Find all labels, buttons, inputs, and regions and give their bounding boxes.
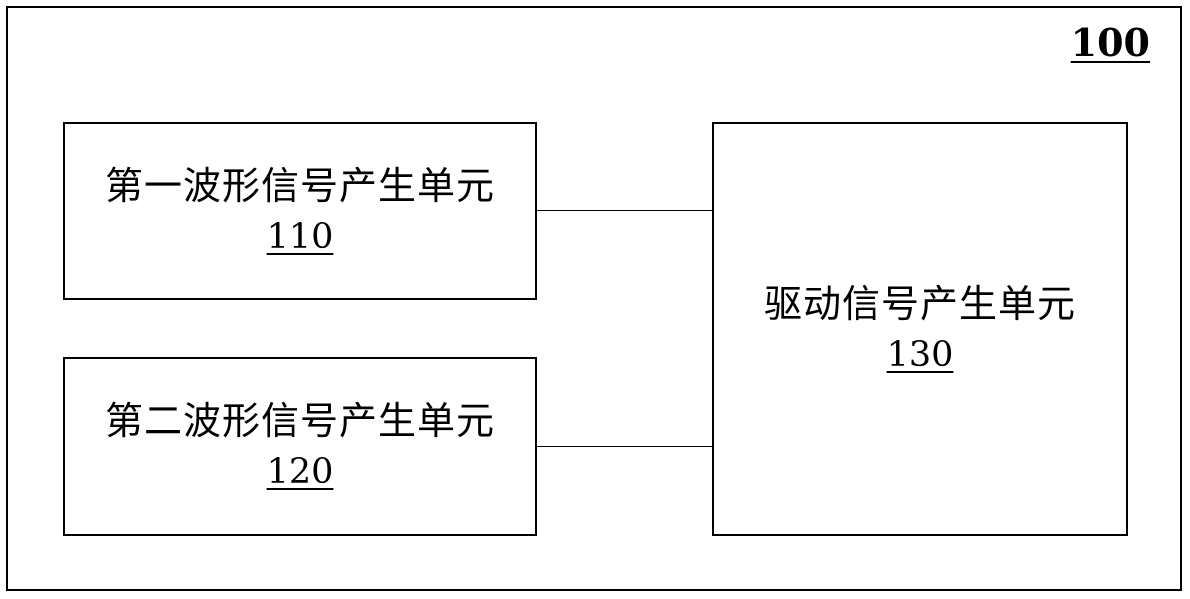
- drive-signal-unit-block: 驱动信号产生单元 130: [712, 122, 1128, 536]
- second-waveform-signal-unit-block: 第二波形信号产生单元 120: [63, 357, 537, 536]
- system-reference-number: 100: [1071, 20, 1150, 66]
- block-label: 第一波形信号产生单元: [105, 162, 495, 211]
- connector-110-to-130: [537, 210, 712, 211]
- block-reference-number: 110: [267, 215, 334, 261]
- block-reference-number: 120: [267, 450, 334, 496]
- first-waveform-signal-unit-block: 第一波形信号产生单元 110: [63, 122, 537, 300]
- connector-120-to-130: [537, 446, 712, 447]
- block-reference-number: 130: [887, 333, 954, 379]
- block-label: 第二波形信号产生单元: [105, 397, 495, 446]
- block-label: 驱动信号产生单元: [764, 280, 1076, 329]
